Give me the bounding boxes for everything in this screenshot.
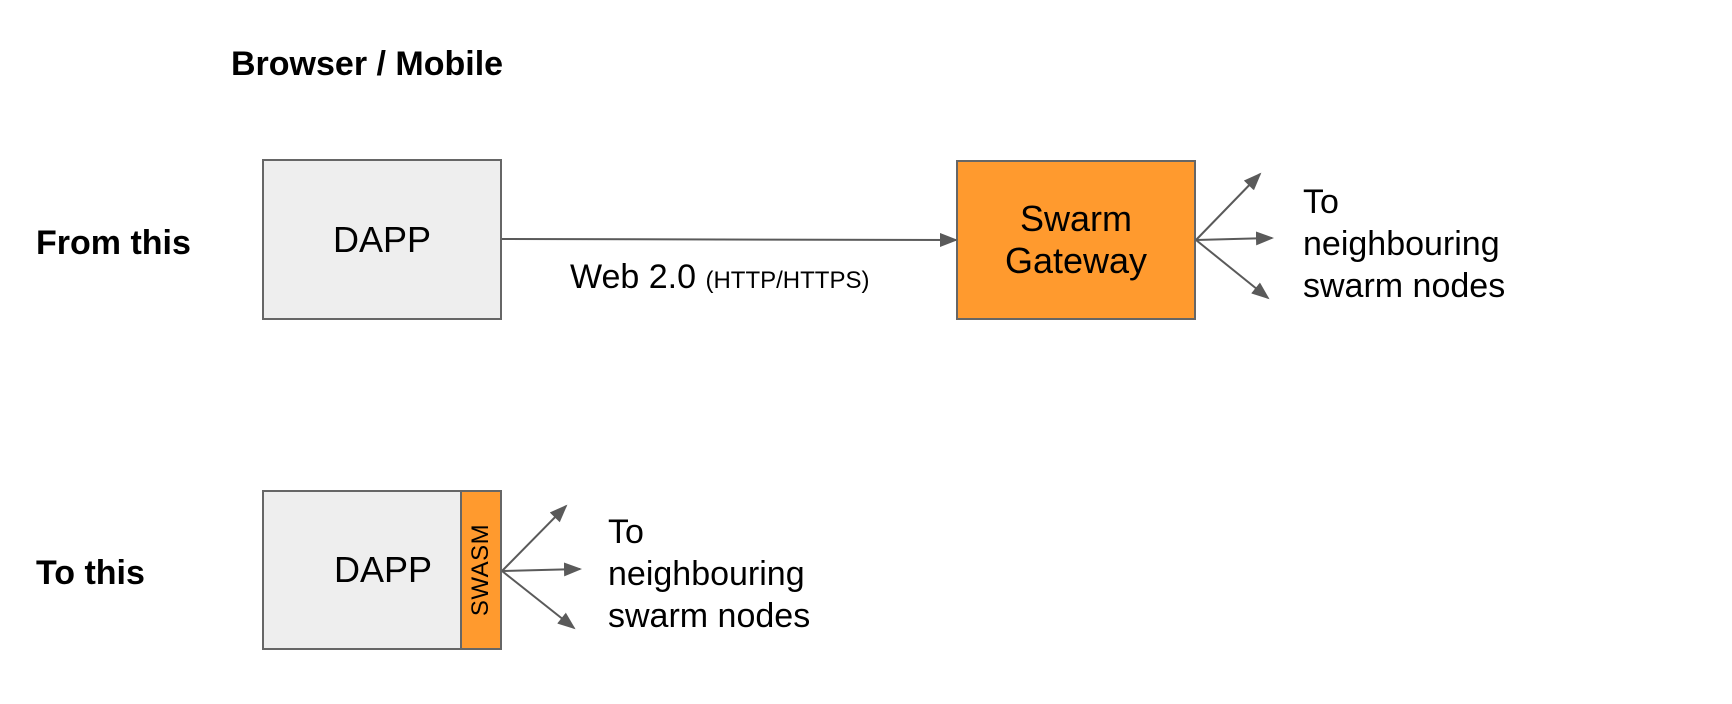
connection-label: Web 2.0 (HTTP/HTTPS): [570, 256, 869, 302]
to-row-label: To this: [36, 554, 145, 592]
gateway-arrow-down: [1195, 239, 1270, 300]
connection-name: Web 2.0: [570, 258, 697, 296]
to-destination-line2: neighbouring: [608, 555, 805, 593]
swasm-arrow-up: [501, 504, 568, 572]
from-dapp-box: DAPP: [262, 159, 502, 320]
diagram-title: Browser / Mobile: [231, 45, 504, 83]
to-destination-line1: To: [608, 513, 644, 551]
from-row-label: From this: [36, 224, 191, 262]
to-destination-line3: swarm nodes: [608, 597, 811, 635]
swarm-gateway-box: Swarm Gateway: [956, 160, 1196, 320]
to-dapp-label: DAPP: [333, 549, 433, 590]
gateway-arrow-right: [1195, 231, 1274, 246]
gateway-label-line1: Swarm: [1019, 198, 1132, 239]
swasm-module-box: SWASM: [460, 490, 502, 650]
from-destination-line1: To: [1303, 183, 1339, 221]
web2-connection-arrow: [501, 232, 958, 247]
gateway-label-line2: Gateway: [1004, 240, 1148, 281]
gateway-arrow-up: [1195, 172, 1262, 241]
swasm-arrow-right: [501, 562, 582, 577]
swasm-arrow-down: [501, 570, 576, 630]
from-destination-text: To neighbouring swarm nodes: [1303, 181, 1505, 307]
connection-protocol: (HTTP/HTTPS): [705, 267, 870, 294]
from-dapp-label: DAPP: [332, 218, 432, 260]
from-destination-line3: swarm nodes: [1303, 267, 1506, 305]
from-destination-line2: neighbouring: [1303, 225, 1500, 263]
to-dapp-box: DAPP: [262, 490, 462, 650]
to-destination-text: To neighbouring swarm nodes: [608, 511, 810, 637]
